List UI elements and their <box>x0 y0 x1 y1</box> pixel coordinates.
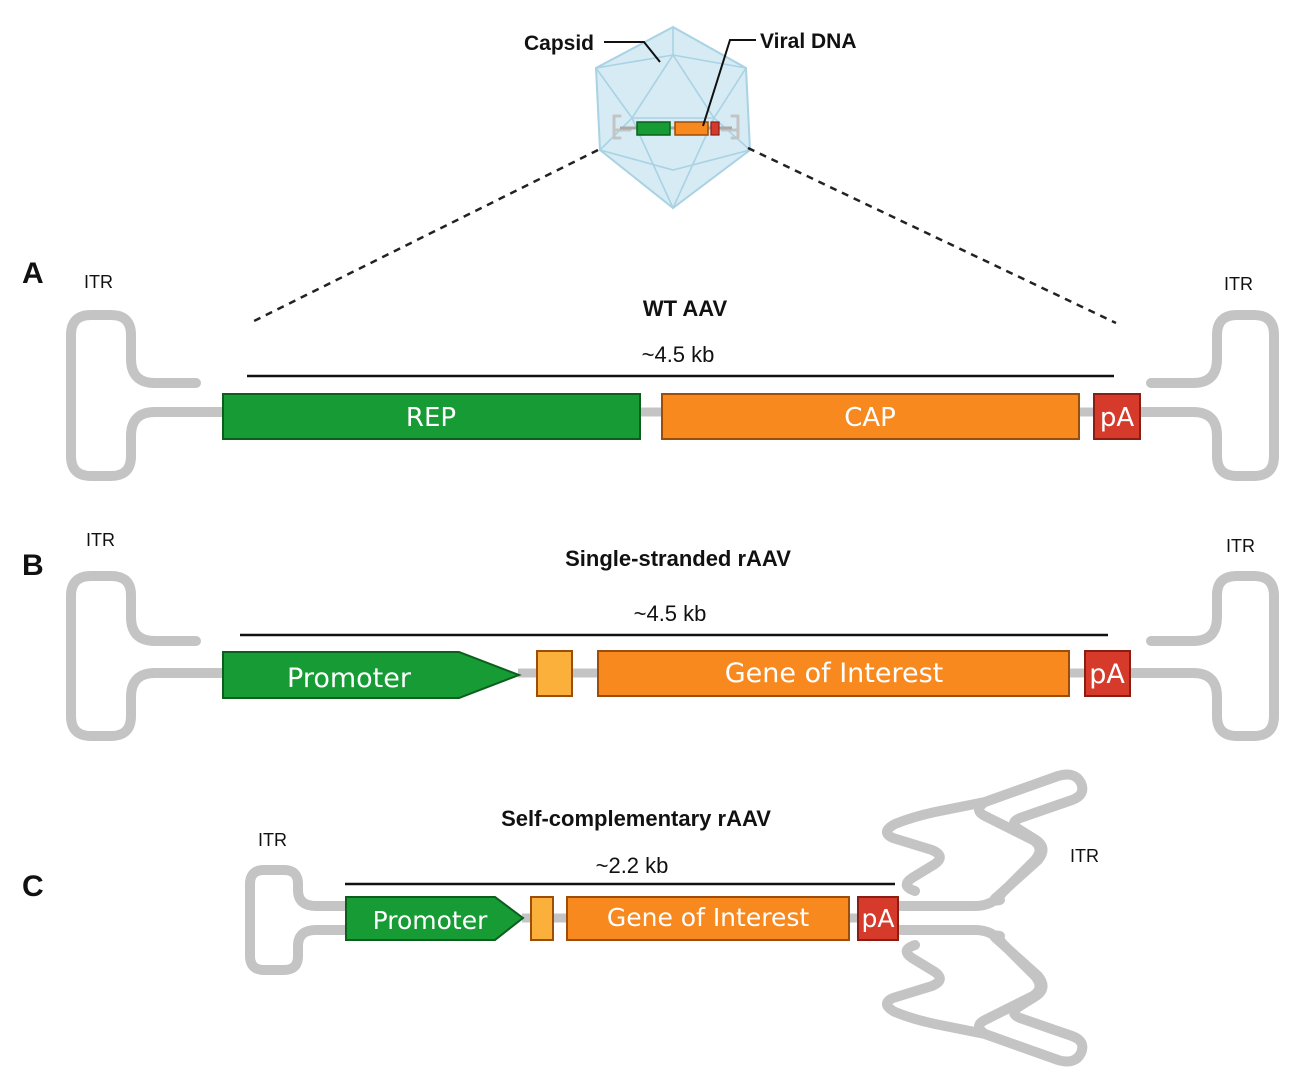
gene-of-interest-label: Gene of Interest <box>607 903 810 932</box>
panel-a: A ITR ITR WT AAV ~4.5 kb REP CAP pA <box>22 257 1279 481</box>
cap-label: CAP <box>844 403 896 433</box>
pa-label: pA <box>1100 403 1135 433</box>
capsid-facets <box>595 27 751 210</box>
construct-title: Single-stranded rAAV <box>565 546 791 571</box>
construct-size: ~4.5 kb <box>642 342 715 367</box>
promoter-label: Promoter <box>373 906 488 935</box>
itr-left-label: ITR <box>86 530 115 550</box>
panel-b: B ITR ITR Single-stranded rAAV ~4.5 kb P… <box>22 530 1279 741</box>
zoom-line-right <box>747 146 1117 325</box>
gene-of-interest-box <box>597 650 1070 697</box>
pa-box <box>1084 650 1131 697</box>
gene-of-interest-label: Gene of Interest <box>725 658 944 689</box>
construct-size: ~4.5 kb <box>634 601 707 626</box>
panel-letter: B <box>22 549 44 582</box>
itr-right-hairpin <box>1135 310 1279 481</box>
capsid-pa-block <box>710 121 720 136</box>
zoom-line-left <box>249 148 599 325</box>
rep-gene-box <box>222 393 641 440</box>
capsid-callout-line <box>604 41 661 63</box>
promoter-arrow <box>345 896 525 941</box>
viral-dna-callout-line <box>702 39 756 127</box>
pa-box <box>857 896 899 941</box>
promoter-label: Promoter <box>287 663 412 694</box>
capsid-illustration: Capsid Viral DNA <box>249 25 1117 325</box>
itr-left-hairpin <box>66 571 227 741</box>
itr-right-label: ITR <box>1070 846 1099 866</box>
itr-right-label: ITR <box>1224 274 1253 294</box>
panel-letter: C <box>22 870 44 903</box>
panel-letter: A <box>22 257 44 290</box>
capsid-rep-block <box>636 121 671 136</box>
intron-box <box>536 650 573 697</box>
itr-right-label: ITR <box>1226 536 1255 556</box>
pa-box <box>1093 393 1141 440</box>
construct-title: WT AAV <box>643 296 728 321</box>
gene-of-interest-box <box>566 896 850 941</box>
itr-left-hairpin <box>66 310 227 481</box>
itr-left-label: ITR <box>84 272 113 292</box>
promoter-arrow <box>222 651 522 699</box>
itr-right-hairpin <box>1125 571 1279 741</box>
self-complementary-lower-strand <box>882 925 1088 1067</box>
panel-c: C ITR ITR Self-complementary rAAV ~2.2 k… <box>22 769 1099 1067</box>
rep-label: REP <box>406 403 456 433</box>
construct-title: Self-complementary rAAV <box>501 806 771 831</box>
viral-dna-label: Viral DNA <box>760 30 856 53</box>
itr-left-label: ITR <box>258 830 287 850</box>
cap-gene-box <box>661 393 1080 440</box>
capsid-label: Capsid <box>524 32 594 55</box>
capsid-cap-block <box>674 121 709 136</box>
construct-size: ~2.2 kb <box>596 853 669 878</box>
intron-box <box>530 896 554 941</box>
capsid-genome <box>612 114 740 140</box>
pa-label: pA <box>1089 659 1125 690</box>
itr-left-hairpin <box>245 865 351 975</box>
self-complementary-upper-strand <box>882 769 1088 911</box>
pa-label: pA <box>862 904 895 933</box>
